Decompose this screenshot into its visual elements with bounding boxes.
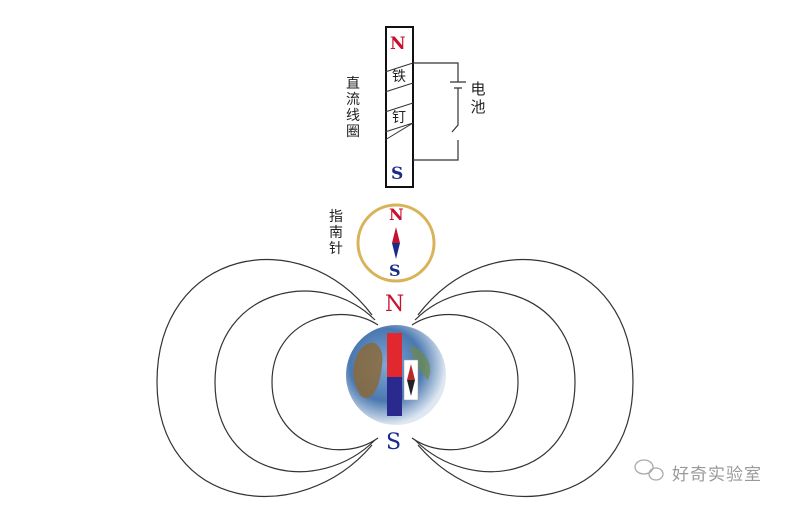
needle-south <box>392 243 400 259</box>
earth-north-label: N <box>385 292 405 317</box>
wechat-icon <box>634 459 664 481</box>
field-lines <box>156 258 634 498</box>
compass-south-label: S <box>389 261 401 280</box>
coil-label: 直流线圈 <box>346 76 360 140</box>
core-char-2: 钉 <box>392 110 406 126</box>
compass-north-label: N <box>389 205 404 224</box>
compass-label: 指南针 <box>329 209 343 257</box>
earth-south-label: S <box>386 430 402 455</box>
core-char-1: 铁 <box>392 69 406 85</box>
bar-magnet-north <box>387 333 402 377</box>
magnet-north-label: N <box>390 34 406 54</box>
battery-label: 电池 <box>470 80 486 116</box>
magnet-south-label: S <box>391 164 404 184</box>
compass-ring <box>356 203 436 283</box>
needle-north <box>392 227 400 243</box>
bar-magnet-south <box>387 377 402 416</box>
watermark: 好奇实验室 <box>672 465 762 485</box>
electromagnet <box>384 26 466 188</box>
